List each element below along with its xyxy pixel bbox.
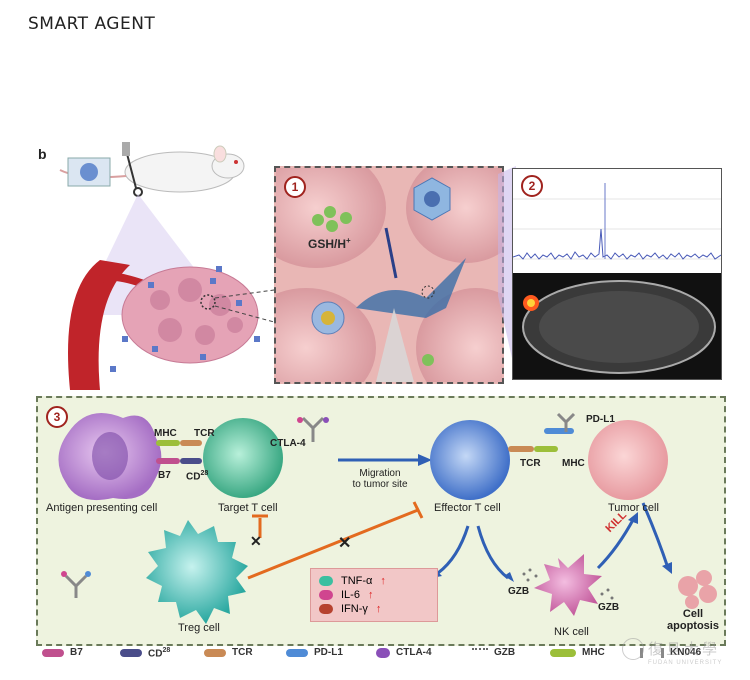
panel-b-label: b: [38, 146, 47, 162]
cytokine-row: IFN-γ ↑: [319, 603, 429, 615]
ctla4-icon: [376, 647, 390, 658]
mouse-icon: [59, 145, 245, 193]
kn046-antibody-icon: [297, 416, 329, 442]
up-arrow-icon: ↑: [367, 589, 374, 601]
tumor-cell-label: Tumor cell: [608, 502, 659, 514]
up-arrow-icon: ↑: [375, 603, 382, 615]
legend-item-ctla4: CTLA-4: [376, 647, 432, 658]
apoptosis-icon: [678, 570, 717, 609]
tcr-icon: [204, 648, 226, 657]
b7-icon: [42, 648, 64, 657]
effector-t-cell-label: Effector T cell: [434, 502, 501, 514]
cytokine-name: IFN-γ: [341, 603, 368, 615]
ctla4-label: CTLA-4: [270, 438, 306, 449]
treg-antibody-icon: [61, 571, 91, 598]
legend-item-mhc: MHC: [550, 647, 605, 658]
panel-2-imaging: 2: [512, 168, 722, 380]
panel-2-number: 2: [521, 175, 543, 197]
treg-cell-label: Treg cell: [178, 622, 220, 634]
panel-1-number: 1: [284, 176, 306, 198]
panel-1-tumor-microenvironment: 1 GSH/H+: [274, 166, 504, 384]
legend-item-tcr: TCR: [204, 647, 253, 658]
cytokine-box: TNF-α ↑ IL-6 ↑ IFN-γ ↑: [310, 568, 438, 622]
gzb-label-1: GZB: [508, 586, 530, 597]
legend: B7 CD28 TCR PD-L1 CTLA-4 GZB MHC KN046: [36, 645, 736, 667]
watermark-sub: FUDAN UNIVERSITY: [648, 660, 723, 666]
cytokine-row: TNF-α ↑: [319, 575, 429, 587]
pdl1-icon: [286, 648, 308, 657]
panel-3-illustration: ✕ ✕: [58, 412, 717, 624]
tnf-icon: [319, 576, 333, 586]
funnel-shape: [376, 308, 414, 382]
cytokine-name: TNF-α: [341, 575, 373, 587]
apc-label: Antigen presenting cell: [46, 502, 158, 514]
cd28-label: CD28: [186, 470, 209, 483]
imaging-chart-svg: [513, 169, 721, 379]
cd28-icon: [120, 649, 142, 658]
tumor-to-apoptosis-arrow: [641, 502, 670, 569]
gzb-label-2: GZB: [598, 602, 620, 613]
svg-text:✕: ✕: [338, 535, 351, 552]
nk-cell-icon: [534, 554, 602, 616]
fudan-logo-icon: [622, 638, 644, 660]
target-t-cell-label: Target T cell: [218, 502, 278, 514]
ifn-icon: [319, 604, 333, 614]
panel-1-illustration: [276, 168, 502, 382]
antigen-presenting-cell-icon: [58, 413, 162, 501]
cytokine-name: IL-6: [341, 589, 360, 601]
tcr-right-label: TCR: [520, 458, 541, 469]
gzb-icon: [472, 647, 488, 658]
inhibit-line-2: [247, 508, 419, 580]
effector-to-cytokine-arrow: [437, 525, 470, 575]
effector-to-nk-arrow: [476, 525, 509, 580]
nanoparticle-icon: [413, 177, 451, 221]
pdl1-synapse-icon: [508, 412, 576, 452]
legend-item-cd28: CD28: [120, 647, 170, 659]
tumor-cell-icon: [588, 420, 668, 500]
panel-3-immune-response: 3: [36, 396, 726, 646]
b7-label: B7: [158, 470, 171, 481]
panel-3-number: 3: [46, 406, 68, 428]
mhc-right-label: MHC: [562, 458, 585, 469]
gsh-label: GSH/H+: [308, 236, 351, 251]
svg-text:✕: ✕: [250, 533, 262, 549]
legend-item-gzb: GZB: [472, 647, 515, 658]
zoom-connector: [498, 166, 516, 376]
effector-t-cell-icon: [430, 420, 510, 500]
watermark: 復旦大學 FUDAN UNIVERSITY: [622, 636, 738, 676]
legend-item-b7: B7: [42, 647, 83, 658]
mhc-left-label: MHC: [154, 428, 177, 439]
target-t-cell-icon: [203, 418, 283, 498]
tcr-left-label: TCR: [194, 428, 215, 439]
nanoparticle-icon: [311, 301, 345, 335]
treg-cell-icon: [146, 520, 248, 624]
mouse-tumor-illustration: [59, 142, 275, 390]
header-title: SMART AGENT: [28, 14, 156, 34]
cytokine-row: IL-6 ↑: [319, 589, 429, 601]
watermark-name: 復旦大學: [648, 640, 721, 658]
up-arrow-icon: ↑: [380, 575, 386, 587]
gzb-particles-icon: [522, 568, 614, 600]
legend-item-pdl1: PD-L1: [286, 647, 343, 658]
nk-cell-label: NK cell: [554, 626, 589, 638]
blood-vessel-shape: [68, 260, 130, 390]
pdl1-label: PD-L1: [586, 414, 615, 425]
apoptosis-label: Cell apoptosis: [667, 608, 719, 632]
nk-kill-arrow: [596, 517, 636, 570]
mhc-tcr-synapse-icon: [156, 440, 202, 464]
il6-icon: [319, 590, 333, 600]
mhc-icon: [550, 648, 576, 657]
